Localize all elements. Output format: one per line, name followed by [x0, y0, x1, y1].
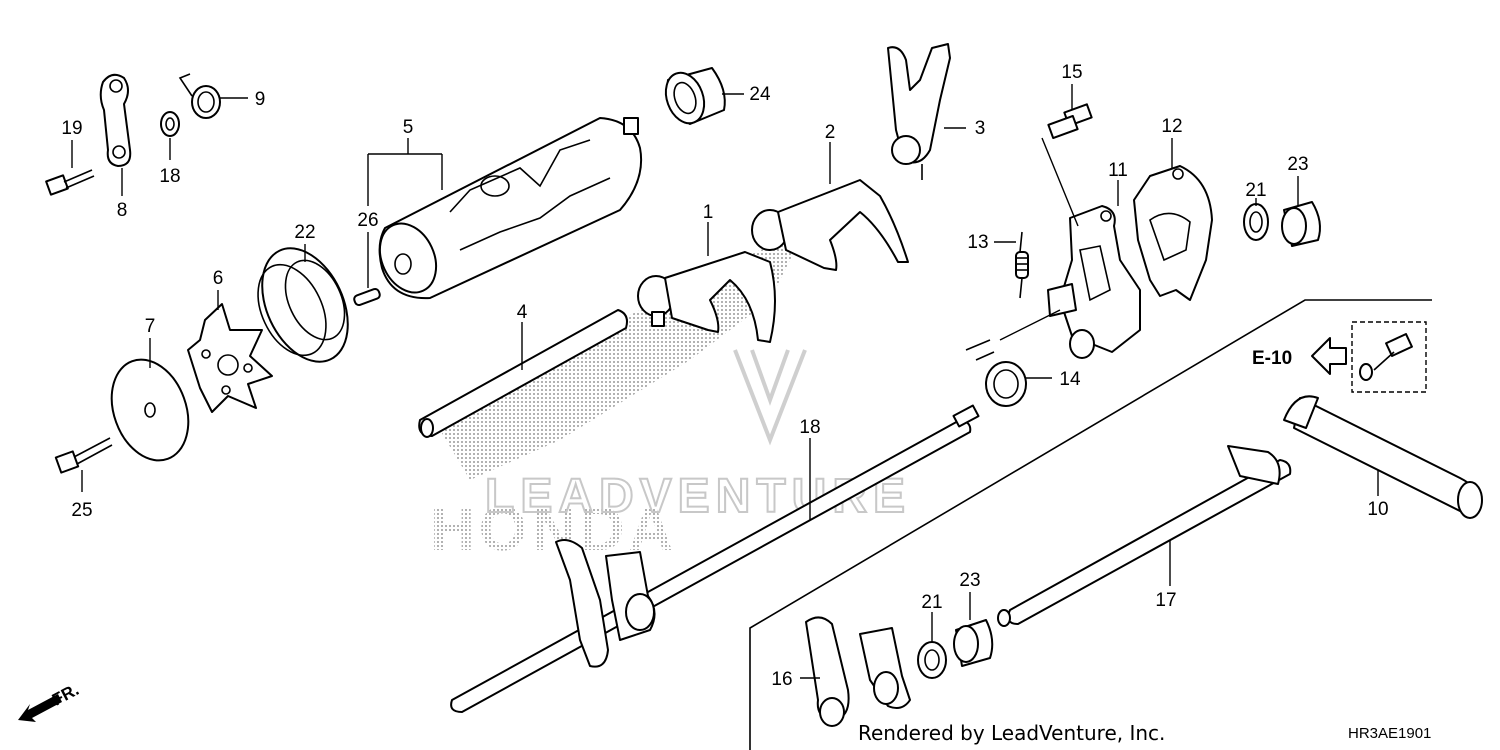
- e10-arrow-icon: [1311, 337, 1347, 375]
- part-5-shift-drum: [378, 117, 643, 300]
- part-26-pin: [353, 287, 381, 307]
- part-17-shift-drum-shaft: [997, 445, 1292, 627]
- part-label-8: 8: [117, 200, 128, 221]
- e10-reference-box: [1351, 321, 1427, 393]
- part-21-washer-upper: [1243, 203, 1269, 241]
- part-6-drum-center-star: [187, 303, 273, 413]
- part-11-guide-plate: [1047, 205, 1141, 359]
- part-label-22: 22: [294, 222, 315, 243]
- part-label-13: 13: [967, 232, 988, 253]
- part-label-20: 18: [159, 166, 180, 187]
- part-1-shift-fork: [637, 251, 776, 343]
- e10-reference-label: E-10: [1252, 348, 1292, 369]
- part-label-11: 11: [1108, 160, 1128, 181]
- part-23-bearing-lower: [953, 619, 994, 667]
- part-label-7: 7: [145, 316, 156, 337]
- part-label-14: 14: [1059, 369, 1081, 390]
- part-20-washer: [160, 111, 180, 137]
- part-label-19: 19: [61, 118, 82, 139]
- part-3-shift-fork: [887, 43, 951, 180]
- part-15-pin-bolt: [1047, 103, 1093, 140]
- part-label-6: 6: [213, 268, 224, 289]
- part-label-15: 15: [1061, 62, 1082, 83]
- part-label-5: 5: [403, 117, 414, 138]
- part-22-bearing: [257, 247, 349, 363]
- part-label-24: 24: [749, 84, 771, 105]
- part-label-16: 16: [771, 669, 792, 690]
- diagram-code: HR3AE1901: [1348, 725, 1431, 742]
- part-25-bolt: [54, 437, 113, 474]
- part-label-9: 9: [255, 89, 266, 110]
- part-label-10: 10: [1367, 499, 1388, 520]
- part-10-gearshift-spindle: [1283, 395, 1483, 519]
- part-13-spring: [1015, 231, 1029, 299]
- part-21-washer-lower: [917, 641, 947, 679]
- part-label-1: 1: [703, 202, 714, 223]
- assembly-divider-line: [749, 299, 1432, 750]
- part-16-shift-arm: [805, 616, 911, 727]
- part-label-18: 18: [799, 417, 820, 438]
- part-18-shift-spindle: [450, 404, 980, 713]
- part-8-stopper-arm: [99, 73, 132, 167]
- part-7-cover-plate: [110, 358, 190, 462]
- part-4-fork-shaft: [418, 309, 628, 438]
- part-label-12: 12: [1161, 116, 1182, 137]
- part-9-return-spring: [178, 73, 221, 119]
- footer-credit: Rendered by LeadVenture, Inc.: [858, 721, 1165, 745]
- part-label-21-upper: 21: [1245, 180, 1266, 201]
- part-label-23-lower: 23: [959, 570, 980, 591]
- part-24-needle-bearing: [664, 67, 726, 125]
- part-label-3: 3: [975, 118, 986, 139]
- part-2-shift-fork: [751, 179, 909, 271]
- leader-lines: [71, 84, 1379, 679]
- leadventure-logo-watermark: [733, 349, 807, 446]
- part-label-17: 17: [1155, 590, 1176, 611]
- part-23-bearing-upper: [1281, 201, 1321, 247]
- part-14-spring: [965, 339, 1027, 407]
- part-19-bolt: [45, 169, 95, 196]
- part-label-21-lower: 21: [921, 592, 942, 613]
- part-label-23-upper: 23: [1287, 154, 1308, 175]
- part-label-25: 25: [71, 500, 92, 521]
- part-label-26: 26: [357, 210, 378, 231]
- part-12-ratchet-plate: [1133, 165, 1213, 301]
- part-label-2: 2: [825, 122, 836, 143]
- part-label-4: 4: [517, 302, 528, 323]
- front-direction-arrow-icon: [18, 694, 62, 722]
